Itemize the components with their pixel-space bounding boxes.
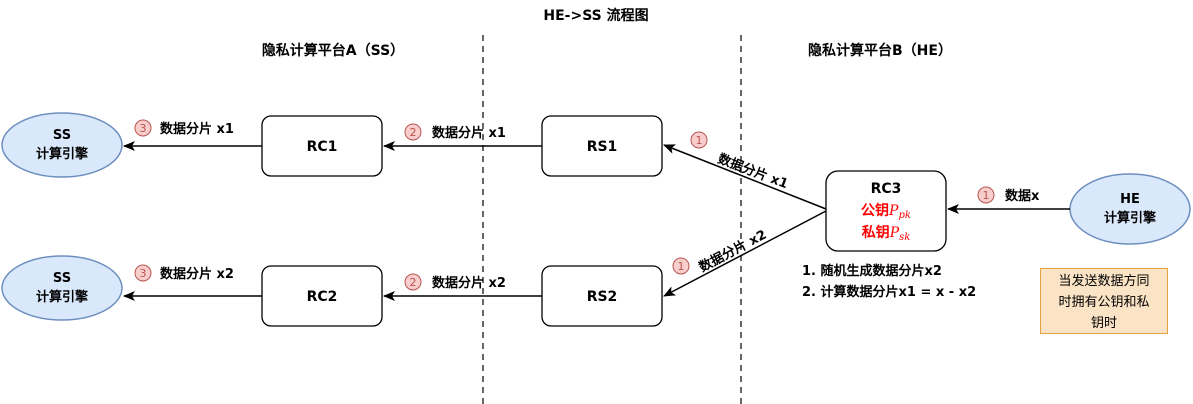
step-badge-ss-bottom: 3 [134, 264, 152, 282]
rc2-box: RC2 [261, 265, 383, 327]
svg-text:1: 1 [983, 189, 990, 202]
key-note-line-1: 当发送数据方同 [1058, 274, 1150, 289]
label-share-x1-diag: 数据分片 x1 [716, 151, 791, 192]
step-badge-ss-top: 3 [134, 119, 152, 137]
rc3-private-key: 私钥Psk [862, 224, 911, 243]
platform-b-label: 隐私计算平台B（HE） [808, 42, 952, 59]
label-share-x1-mid: 数据分片 x1 [432, 125, 506, 141]
key-note-line-3: 钥时 [1090, 316, 1117, 331]
rs2-label: RS2 [587, 289, 618, 305]
step-badge-he: 1 [977, 186, 995, 204]
platform-a-label: 隐私计算平台A（SS） [262, 42, 404, 59]
procedure-step-2: 2. 计算数据分片x1 = x - x2 [802, 284, 976, 300]
rc1-box: RC1 [261, 115, 383, 177]
arrow-rc3-to-rs2 [663, 210, 827, 297]
rc2-label: RC2 [307, 289, 338, 305]
rs2-box: RS2 [541, 265, 663, 327]
procedure-step-1: 1. 随机生成数据分片x2 [802, 263, 942, 279]
svg-text:3: 3 [140, 267, 147, 280]
diagram-title: HE->SS 流程图 [543, 7, 648, 24]
rc3-public-key: 公钥Ppk [861, 202, 911, 221]
rc1-label: RC1 [307, 139, 338, 155]
he-engine: HE 计算引擎 [1069, 173, 1191, 245]
label-share-x1-left: 数据分片 x1 [160, 121, 234, 137]
rc3-label: RC3 [871, 181, 902, 197]
label-data-x: 数据x [1005, 188, 1040, 204]
label-share-x2-left: 数据分片 x2 [160, 266, 234, 282]
step-badge-rc2: 2 [404, 273, 422, 291]
ss-engine-bottom-name: SS [53, 271, 71, 286]
he-engine-label: 计算引擎 [1104, 210, 1156, 226]
svg-text:2: 2 [410, 126, 417, 139]
rc3-box: RC3 公钥Ppk 私钥Psk [825, 170, 947, 252]
svg-text:1: 1 [696, 134, 703, 147]
step-badge-rs2: 1 [672, 257, 690, 275]
ss-engine-top-label: 计算引擎 [36, 146, 88, 162]
key-note-line-2: 时拥有公钥和私 [1058, 295, 1150, 310]
step-badge-rc1: 2 [404, 123, 422, 141]
ss-engine-bottom-label: 计算引擎 [36, 289, 88, 305]
rs1-box: RS1 [541, 115, 663, 177]
svg-text:3: 3 [140, 122, 147, 135]
svg-text:1: 1 [678, 260, 685, 273]
ss-engine-bottom: SS 计算引擎 [1, 255, 123, 321]
svg-text:2: 2 [410, 276, 417, 289]
he-engine-name: HE [1120, 192, 1140, 207]
ss-engine-top: SS 计算引擎 [1, 112, 123, 178]
rs1-label: RS1 [587, 139, 618, 155]
step-badge-rs1: 1 [690, 131, 708, 149]
arrow-rc3-to-rs1 [663, 144, 827, 210]
key-note: 当发送数据方同 时拥有公钥和私 钥时 [1040, 268, 1168, 334]
label-share-x2-mid: 数据分片 x2 [432, 275, 506, 291]
label-share-x2-diag: 数据分片 x2 [696, 227, 769, 276]
ss-engine-top-name: SS [53, 128, 71, 143]
